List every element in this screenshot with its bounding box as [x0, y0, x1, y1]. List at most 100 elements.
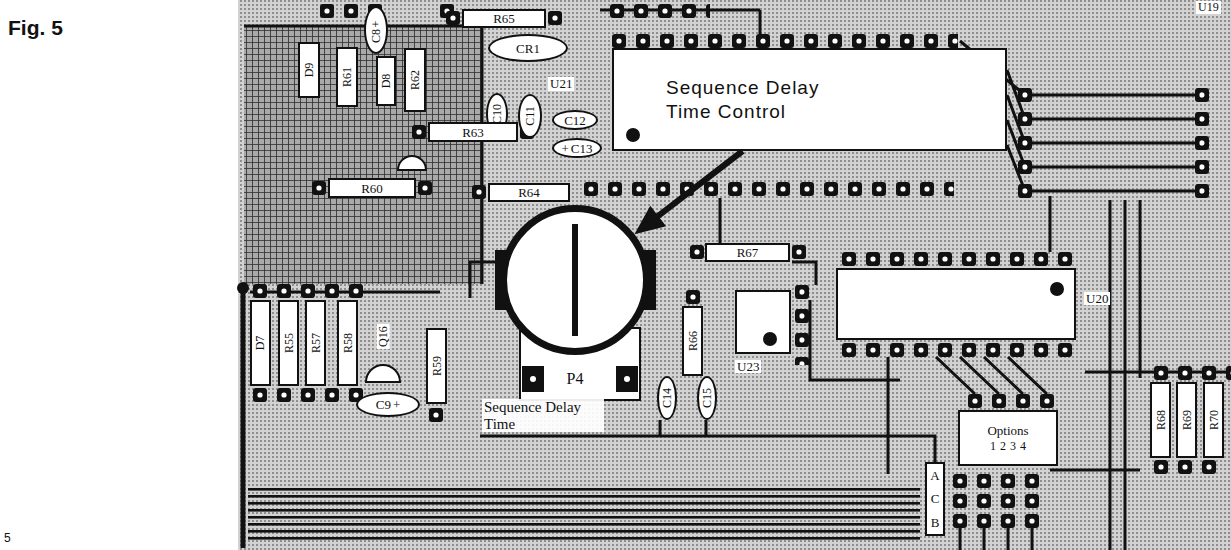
- designator-label: R67: [737, 246, 759, 259]
- jumper-letter: B: [931, 516, 940, 529]
- pad: [792, 245, 806, 259]
- pad: [429, 408, 443, 422]
- capacitor-symbol: C12: [552, 110, 598, 130]
- designator-label: D9: [303, 63, 315, 78]
- resistor-symbol: R55: [278, 300, 299, 386]
- capacitor-symbol: C9+: [356, 392, 420, 417]
- trace: [241, 285, 246, 548]
- designator-label: D7: [254, 336, 266, 351]
- resistor-symbol: R59: [426, 328, 447, 404]
- pad: [472, 185, 486, 199]
- designator-label: R68: [1155, 410, 1167, 430]
- designator-label: R59: [431, 356, 443, 376]
- pad-row: [1195, 88, 1209, 198]
- designator-label: C14: [661, 388, 673, 408]
- ic-symbol: U23: [735, 290, 791, 354]
- designator-label: R69: [1181, 410, 1193, 430]
- resistor-symbol: R65: [462, 9, 546, 28]
- leader-arrow: [634, 151, 742, 234]
- pot-pin: [522, 366, 544, 392]
- designator-label: C8: [370, 29, 382, 43]
- designator-label: R58: [342, 333, 354, 353]
- designator-label: C10: [491, 104, 503, 124]
- pad-row: [1018, 88, 1032, 198]
- resistor-symbol: R62: [404, 48, 426, 112]
- via: [237, 282, 249, 294]
- trace: [1032, 95, 1202, 191]
- trace: [480, 436, 935, 470]
- designator-label: R63: [462, 126, 484, 139]
- figure-title: Fig. 5: [8, 16, 63, 40]
- designator-label: D8: [380, 74, 392, 89]
- pad: [418, 181, 432, 195]
- polarity-mark: +: [393, 398, 400, 411]
- pin-one-dot: [763, 332, 777, 346]
- resistor-symbol: R63: [428, 122, 518, 142]
- pad-row: [610, 4, 710, 18]
- diode-symbol: D7: [250, 300, 271, 386]
- designator-label: R70: [1208, 410, 1220, 430]
- resistor-symbol: R64: [488, 183, 570, 202]
- pad-row: [842, 343, 1072, 357]
- page-number: 5: [2, 532, 13, 545]
- trace: [660, 420, 706, 436]
- pad-row: [612, 34, 958, 48]
- part-label: U21: [548, 77, 574, 91]
- pin-one-dot: [626, 128, 640, 142]
- polarity-mark: +: [370, 21, 382, 28]
- switch-title: Options: [987, 424, 1028, 437]
- resistor-symbol: R67: [705, 243, 790, 262]
- designator-label: C12: [564, 114, 586, 127]
- pad-row: [842, 252, 1072, 266]
- resistor-symbol: R68: [1150, 382, 1171, 458]
- trace: [887, 357, 890, 474]
- jumper-letter: C: [931, 492, 940, 505]
- designator-label: CR1: [516, 42, 540, 55]
- pin-one-dot: [1050, 282, 1064, 296]
- pad: [548, 11, 562, 25]
- pad-row: [1154, 460, 1216, 474]
- designator-label: U20: [1084, 292, 1110, 305]
- designator-label: C11: [524, 106, 536, 126]
- diode-symbol: D8: [376, 56, 396, 106]
- pad: [690, 245, 704, 259]
- jumper-letter: A: [930, 469, 939, 482]
- designator-label: C15: [701, 388, 713, 408]
- trace: [936, 357, 1047, 394]
- transistor-symbol: [366, 365, 400, 382]
- pad: [312, 181, 326, 195]
- pad-row: [953, 494, 1049, 508]
- pad: [446, 11, 460, 25]
- designator-label: R57: [310, 333, 322, 353]
- jumper-block: ACB: [925, 462, 945, 536]
- part-label: Q16: [377, 324, 390, 349]
- polarity-mark: +: [561, 142, 568, 155]
- ic-symbol: U20: [836, 268, 1076, 340]
- resistor-symbol: R57: [305, 300, 326, 386]
- capacitor-symbol: C15: [697, 376, 717, 420]
- part-label: U19: [1196, 1, 1221, 14]
- designator-label: R62: [409, 70, 421, 90]
- designator-label: P4: [562, 370, 589, 388]
- pad-row: [968, 394, 1064, 408]
- resistor-symbol: R70: [1203, 382, 1224, 458]
- designator-label: C9: [376, 398, 391, 411]
- diode-symbol: D9: [298, 42, 320, 98]
- pad-row: [253, 388, 363, 402]
- pad-row: [1154, 366, 1231, 380]
- control-caption: Sequence Delay Time: [482, 399, 604, 432]
- designator-label: R65: [493, 12, 515, 25]
- pad-row: [253, 284, 363, 298]
- switch-numbers: 1 2 3 4: [990, 440, 1026, 452]
- copper-pour: [244, 26, 482, 284]
- pot-pin-hole: [624, 376, 630, 382]
- designator-label: R66: [687, 331, 699, 351]
- pad: [686, 290, 700, 304]
- resistor-symbol: R60: [328, 178, 416, 198]
- callout-text: Sequence Delay Time Control: [666, 76, 831, 124]
- arrow-head: [634, 206, 666, 235]
- designator-label: R61: [341, 67, 353, 87]
- resistor-symbol: R58: [337, 300, 358, 386]
